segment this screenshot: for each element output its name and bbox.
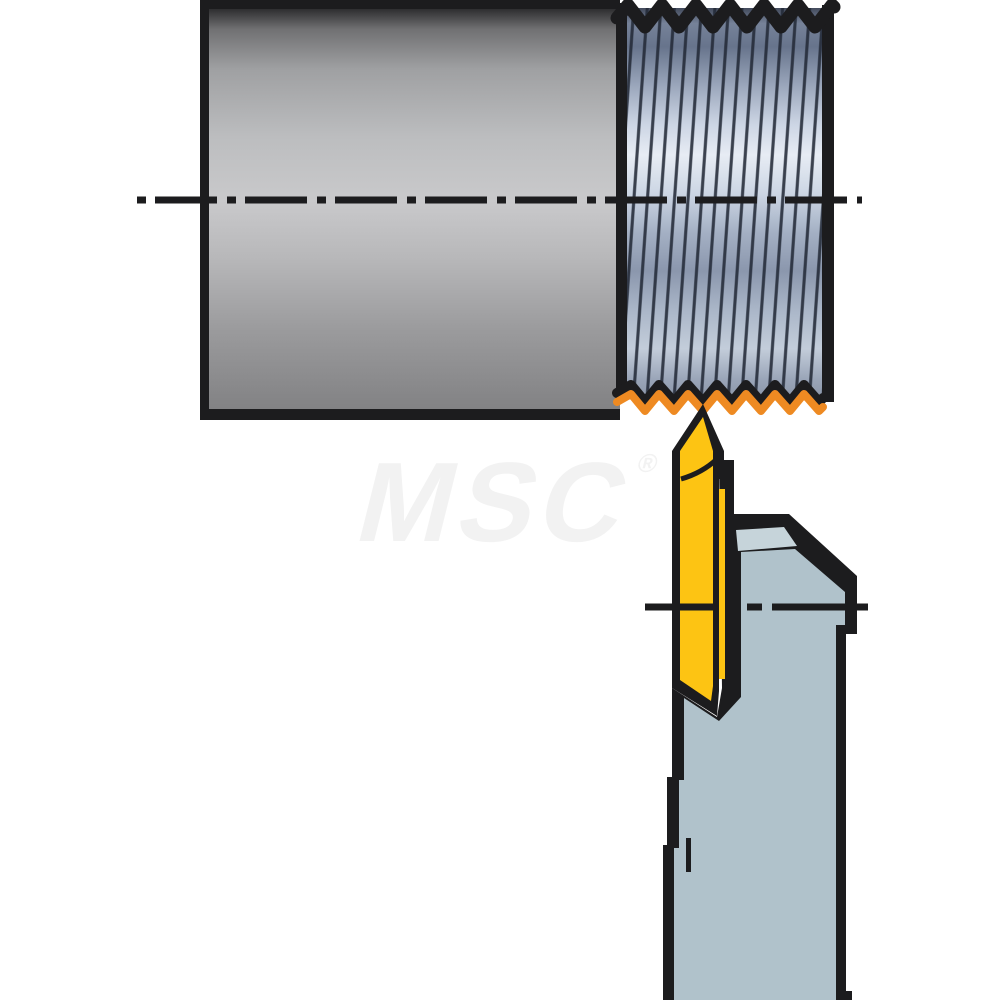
workpiece-cylinder <box>200 0 620 420</box>
thread-top-zigzag <box>610 0 841 34</box>
insert-body <box>680 417 713 701</box>
threaded-section <box>610 0 841 415</box>
shank-step-line <box>686 838 691 872</box>
toolholder-top-face <box>736 527 797 551</box>
threading-insert <box>672 404 725 716</box>
msc-watermark: MSC ® <box>346 440 667 566</box>
insert-tip-boundary-line <box>680 457 719 482</box>
toolholder-front-face <box>674 549 845 1000</box>
watermark-text: MSC <box>346 440 647 566</box>
insert-edge-sliver <box>719 489 725 679</box>
toolholder <box>663 460 857 1000</box>
thread-bottom-zigzag <box>612 380 828 407</box>
cutting-zone-orange-zigzag <box>613 390 827 415</box>
cylinder-body <box>209 9 620 409</box>
